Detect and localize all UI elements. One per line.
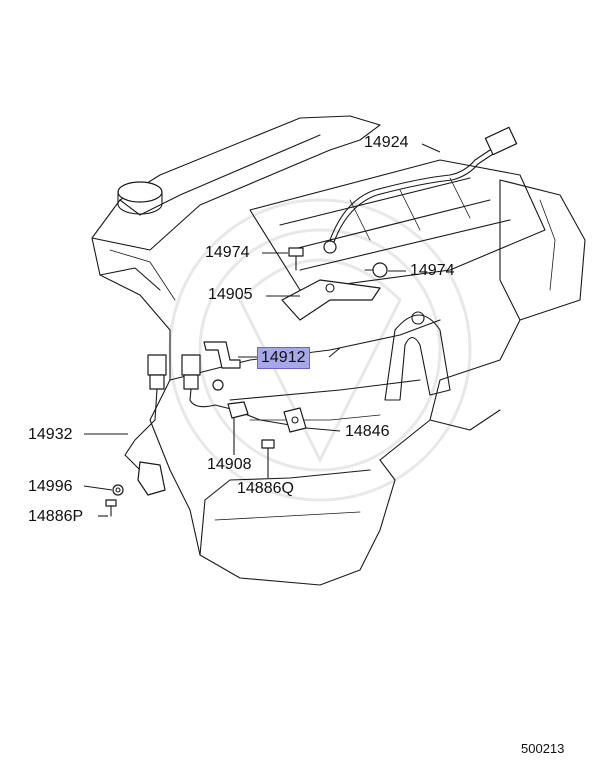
callout-14924[interactable]: 14924	[364, 134, 409, 151]
sensor-harness-14924	[323, 126, 518, 254]
harness-14932	[124, 354, 291, 496]
engine-outline	[91, 115, 586, 586]
bolt-14886Q	[261, 439, 275, 463]
washer-14996	[112, 484, 124, 496]
bolt-14974-left	[288, 247, 304, 271]
leader-lines	[83, 143, 441, 517]
sensor-14846	[283, 407, 307, 433]
callout-14932[interactable]: 14932	[28, 426, 73, 443]
clip-14912	[203, 341, 241, 369]
callout-14996[interactable]: 14996	[28, 478, 73, 495]
callout-14886P[interactable]: 14886P	[28, 508, 84, 525]
callout-14974-right[interactable]: 14974	[410, 262, 455, 279]
bracket-14905	[281, 279, 381, 321]
callout-14905[interactable]: 14905	[208, 286, 253, 303]
callout-14912[interactable]: 14912	[257, 347, 310, 369]
bolt-14974-right	[364, 262, 388, 278]
callout-14846[interactable]: 14846	[345, 423, 390, 440]
bolt-14886P	[105, 499, 117, 517]
callout-14908[interactable]: 14908	[207, 456, 252, 473]
callout-14886Q[interactable]: 14886Q	[237, 480, 294, 497]
figure-number: 500213	[521, 741, 565, 756]
callout-14974-left[interactable]: 14974	[205, 244, 250, 261]
bracket-14908	[227, 401, 249, 419]
